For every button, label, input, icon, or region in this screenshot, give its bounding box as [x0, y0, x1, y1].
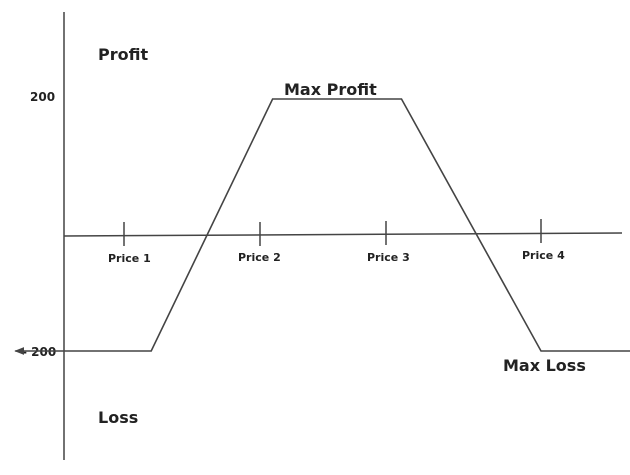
max-profit-annotation: Max Profit [284, 80, 377, 99]
x-tick-label-price-3: Price 3 [367, 251, 410, 264]
profit-label: Profit [98, 45, 148, 64]
x-tick-label-price-2: Price 2 [238, 251, 281, 264]
x-tick-label-price-1: Price 1 [108, 252, 151, 265]
x-tick-label-price-4: Price 4 [522, 249, 565, 262]
x-axis [63, 232, 623, 237]
y-tick-label-200: 200 [30, 90, 55, 104]
series-layer [14, 98, 630, 355]
loss-label: Loss [98, 408, 138, 427]
max-loss-annotation: Max Loss [503, 356, 586, 375]
y-tick-label-minus-200: - 200 [22, 345, 56, 359]
payoff-line-0 [14, 98, 630, 355]
x-ticks: Price 1 Price 2 Price 3 Price 4 [108, 219, 565, 265]
